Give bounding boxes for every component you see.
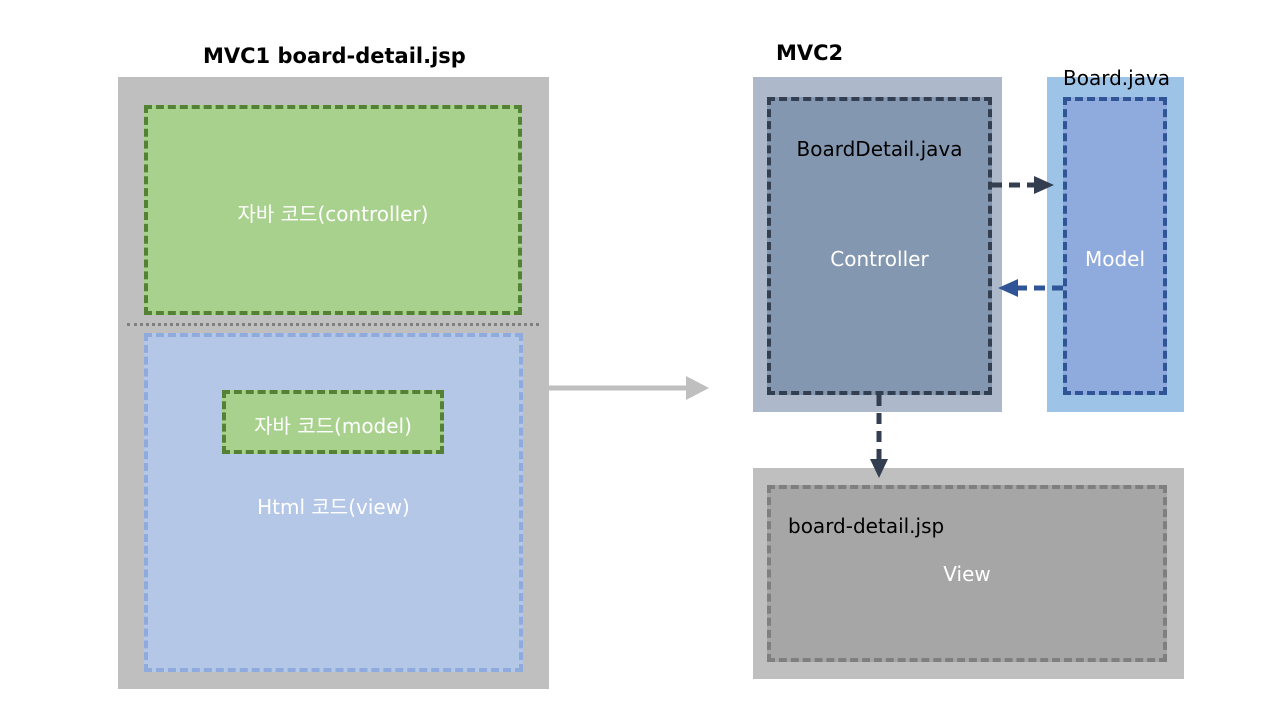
mvc2-model-box	[1063, 97, 1167, 395]
mvc2-view-label: View	[943, 562, 991, 586]
mvc1-to-mvc2-arrow	[549, 376, 709, 400]
mvc2-controller-file: BoardDetail.java	[796, 137, 963, 161]
mvc1-view-box	[144, 333, 523, 672]
mvc1-controller-box	[144, 105, 522, 315]
mvc2-title: MVC2	[776, 41, 844, 65]
mvc2-controller-label: Controller	[830, 247, 929, 271]
mvc2-view-box	[767, 485, 1167, 662]
mvc2-model-label: Model	[1084, 247, 1146, 271]
mvc1-model-label: 자바 코드(model)	[254, 414, 412, 438]
mvc2-model-file: Board.java	[1063, 66, 1171, 90]
controller-to-model-arrow	[991, 176, 1054, 194]
controller-to-view-arrow	[870, 395, 888, 478]
mvc2-controller-box	[767, 97, 992, 395]
mvc1-model-box	[222, 390, 444, 454]
mvc1-divider	[127, 323, 539, 326]
mvc1-controller-label: 자바 코드(controller)	[237, 202, 429, 226]
mvc1-view-label: Html 코드(view)	[257, 495, 410, 519]
mvc1-title: MVC1 board-detail.jsp	[203, 44, 466, 68]
mvc2-view-file: board-detail.jsp	[788, 514, 945, 538]
model-to-controller-arrow	[998, 279, 1063, 297]
